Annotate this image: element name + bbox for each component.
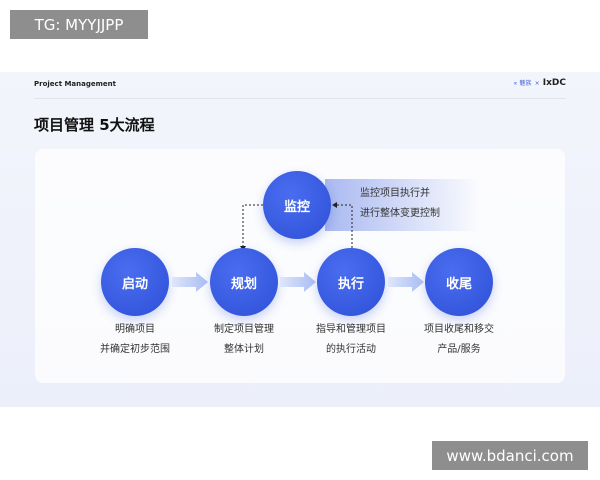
step-initiate[interactable]: 启动	[101, 248, 169, 316]
divider	[34, 98, 566, 99]
step-monitor[interactable]: 监控	[263, 171, 331, 239]
step-plan-desc: 制定项目管理整体计划	[214, 324, 274, 355]
arrow-right-icon	[280, 272, 316, 292]
header-label: Project Management	[34, 80, 116, 88]
watermark-bottom: www.bdanci.com	[432, 441, 588, 470]
slide: Project Management ∝ 魅族 × IxDC 项目管理 5大流程…	[0, 72, 600, 407]
step-execute[interactable]: 执行	[317, 248, 385, 316]
page-title: 项目管理 5大流程	[34, 116, 155, 134]
step-close[interactable]: 收尾	[425, 248, 493, 316]
logo: ∝ 魅族 × IxDC	[513, 78, 566, 88]
step-initiate-desc: 明确项目并确定初步范围	[100, 324, 170, 355]
arrow-right-icon	[388, 272, 424, 292]
monitor-desc: 监控项目执行并进行整体变更控制	[360, 188, 440, 219]
step-close-desc: 项目收尾和移交产品/服务	[424, 324, 494, 355]
step-execute-desc: 指导和管理项目的执行活动	[316, 324, 386, 355]
watermark-top: TG: MYYJJPP	[10, 10, 148, 39]
arrow-right-icon	[172, 272, 208, 292]
step-plan[interactable]: 规划	[210, 248, 278, 316]
